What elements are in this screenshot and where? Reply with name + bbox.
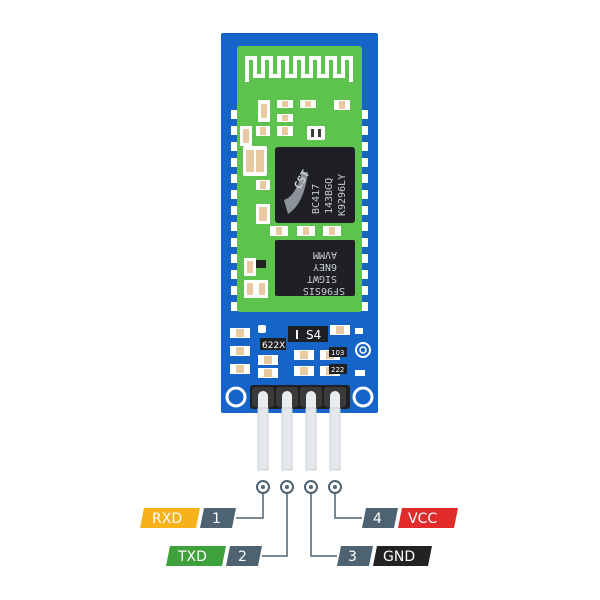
pin-name-2: TXD xyxy=(177,549,207,565)
chip-line-1: BC417 xyxy=(311,184,322,214)
flash-line-1: AVMM xyxy=(313,249,337,260)
pin-name-bg-1 xyxy=(140,508,200,528)
pin-number-4: 4 xyxy=(373,511,382,527)
pin-label-1: RXD 1 xyxy=(140,508,236,528)
module-pads-right xyxy=(359,110,368,311)
label-103: 103 xyxy=(331,349,344,357)
pin-number-3: 3 xyxy=(348,549,357,565)
mounting-hole-right-icon xyxy=(352,386,374,408)
pin-number-1: 1 xyxy=(212,511,221,527)
label-s4: S4 xyxy=(306,328,321,342)
pin-name-1: RXD xyxy=(152,511,182,527)
chip-line-2: 143BGQ xyxy=(324,178,335,214)
main-chip: CST BC417 143BGQ K9296LY xyxy=(275,147,355,223)
pin-name-3: GND xyxy=(383,549,415,565)
chip-line-3: K9296LY xyxy=(337,174,348,216)
mounting-hole-left-icon xyxy=(225,386,247,408)
flash-line-4: SF96SIS xyxy=(303,285,345,296)
flash-line-2: 6NEY xyxy=(313,261,337,272)
pin-terminals xyxy=(256,480,342,494)
label-622x: 622X xyxy=(262,341,285,351)
module-pads-left xyxy=(231,110,240,311)
header-pins xyxy=(257,391,341,471)
pin-label-4: 4 VCC xyxy=(362,508,458,528)
flash-line-3: SIGWT xyxy=(307,273,337,284)
pin-label-2: TXD 2 xyxy=(166,546,262,566)
pin-name-4: VCC xyxy=(408,511,437,527)
label-222: 222 xyxy=(331,366,344,374)
module-passives xyxy=(240,100,350,298)
pin-name-bg-2 xyxy=(166,546,226,566)
pin-label-3: 3 GND xyxy=(337,546,432,566)
pin-name-bg-3 xyxy=(373,546,432,566)
antenna-trace-icon xyxy=(245,56,353,82)
pin-number-2: 2 xyxy=(238,549,247,565)
carrier-components: 622X S4 103 222 xyxy=(230,325,371,378)
pin-name-bg-4 xyxy=(398,508,458,528)
flash-chip: AVMM 6NEY SIGWT SF96SIS xyxy=(275,240,355,296)
leader-lines xyxy=(236,493,362,557)
